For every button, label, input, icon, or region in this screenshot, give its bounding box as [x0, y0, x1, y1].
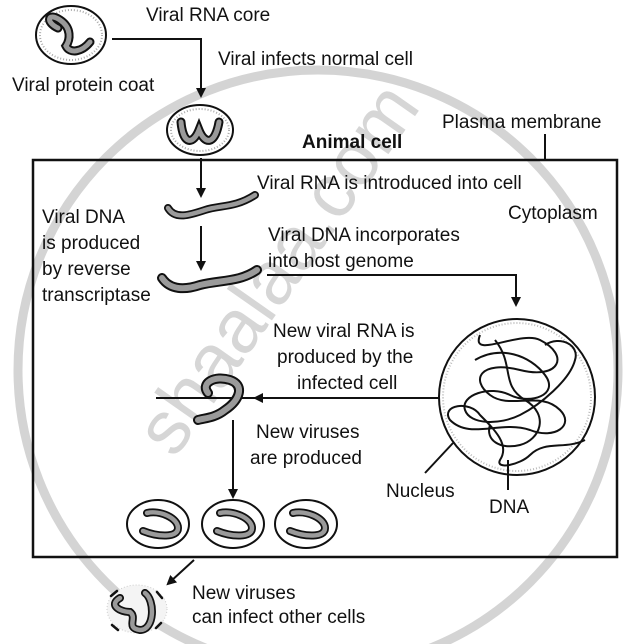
label-new-viruses-2: are produced [250, 448, 362, 469]
label-incorporates-1: Viral DNA incorporates [268, 225, 460, 246]
released-virus-icon [106, 584, 168, 635]
viral-rna-strand-icon [164, 191, 259, 220]
new-virus-icon [274, 499, 338, 549]
label-viral-rna-core: Viral RNA core [146, 5, 271, 26]
infection-arrow [112, 38, 206, 98]
virus-entering-icon [166, 104, 234, 156]
label-viral-dna-1: Viral DNA [42, 207, 126, 228]
label-animal-cell: Animal cell [302, 132, 403, 153]
release-arrow [166, 559, 195, 586]
label-infect-other-1: New viruses [192, 583, 296, 604]
incorporation-arrow [267, 274, 521, 307]
new-virus-icon [126, 499, 190, 549]
label-viral-infects: Viral infects normal cell [218, 49, 414, 70]
new-viral-rna-icon [193, 373, 244, 425]
label-infect-other-2: can infect other cells [192, 607, 366, 628]
viral-dna-strand-icon [157, 265, 262, 294]
label-dna: DNA [489, 497, 530, 518]
virus-particle-icon [35, 5, 107, 65]
label-nucleus: Nucleus [386, 481, 455, 502]
label-rna-introduced: Viral RNA is introduced into cell [257, 173, 522, 194]
label-cytoplasm: Cytoplasm [508, 203, 598, 224]
label-viral-protein-coat: Viral protein coat [12, 75, 155, 96]
label-incorporates-2: into host genome [268, 251, 414, 272]
label-new-rna-2: produced by the [277, 347, 414, 368]
new-virus-icon [201, 499, 265, 549]
label-new-viruses-1: New viruses [256, 422, 360, 443]
label-viral-dna-3: by reverse [42, 259, 131, 280]
label-new-rna-1: New viral RNA is [273, 321, 415, 342]
label-new-rna-3: infected cell [297, 373, 398, 394]
nucleus-leader [424, 442, 454, 474]
label-plasma-membrane: Plasma membrane [442, 112, 602, 133]
label-viral-dna-2: is produced [42, 233, 141, 254]
plasma-membrane-box [31, 158, 619, 559]
label-viral-dna-4: transcriptase [42, 285, 151, 306]
nucleus-dna-icon [438, 318, 596, 476]
